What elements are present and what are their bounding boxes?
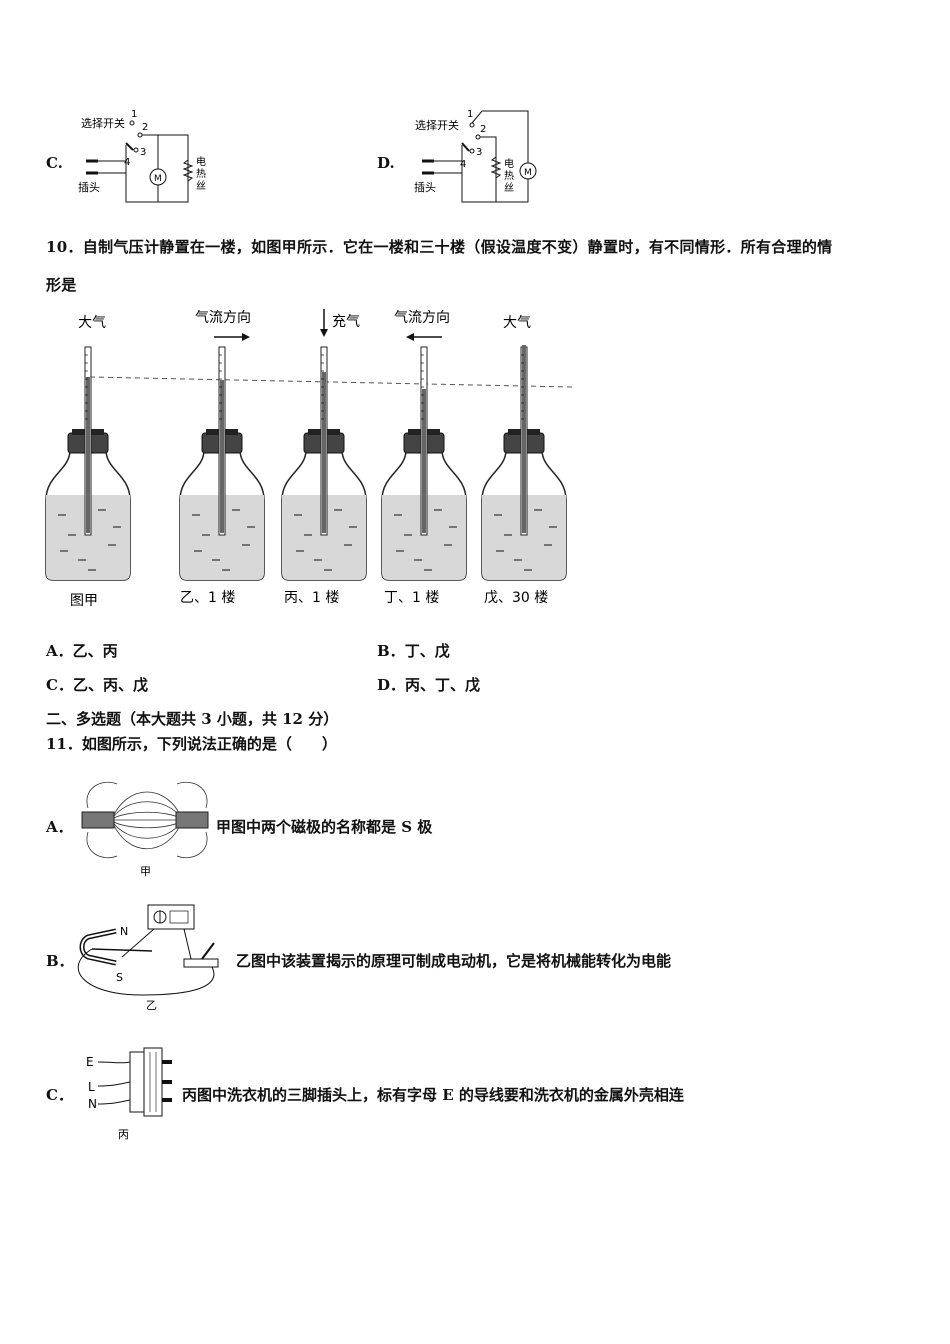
q10-barometer-figure: 大气 气流方向 充气 气流方向 大气 图甲 乙、1 楼 丙、1 楼 丁、1 楼 … <box>45 309 573 609</box>
svg-text:3: 3 <box>476 147 482 158</box>
svg-text:电: 电 <box>196 155 206 168</box>
svg-text:丝: 丝 <box>196 180 206 192</box>
svg-text:M: M <box>154 174 162 184</box>
reference-dashed-line <box>89 376 573 388</box>
barometer-bottle-ding <box>381 346 467 581</box>
switch-label: 选择开关 <box>81 116 125 130</box>
top-label-3: 充气 <box>332 314 360 330</box>
q11-option-a-letter: A． <box>46 818 73 836</box>
inflate-down-arrow <box>320 309 328 337</box>
bottom-label-1: 图甲 <box>70 593 98 609</box>
svg-text:丝: 丝 <box>504 182 514 194</box>
barometer-bottle-bing <box>281 346 367 581</box>
q10-option-c: C．乙、丙、戊 <box>46 676 148 694</box>
svg-text:热: 热 <box>504 169 514 182</box>
bottom-label-2: 乙、1 楼 <box>180 590 235 606</box>
svg-text:插头: 插头 <box>78 180 100 194</box>
q11-option-b-letter: B． <box>46 952 74 970</box>
q11-stem: 11．如图所示，下列说法正确的是（ ） <box>46 735 337 753</box>
magnet-n: N <box>120 925 128 938</box>
figure-label-yi: 乙 <box>146 999 157 1012</box>
q9-option-d-letter: D. <box>377 154 395 172</box>
q10-stem-line1: 10．自制气压计静置在一楼，如图甲所示．它在一楼和三十楼（假设温度不变）静置时，… <box>46 238 833 256</box>
q9-option-c-letter: C. <box>46 154 63 172</box>
q11-figure-jia: 甲 <box>81 782 209 878</box>
wire-e: E <box>86 1055 94 1069</box>
svg-text:4: 4 <box>124 157 130 168</box>
q9-option-c-circuit: 选择开关 1 2 3 4 M 电 热 丝 插头 <box>78 109 206 203</box>
q11-figure-yi: N S 乙 <box>77 904 219 1012</box>
q10-option-d: D．丙、丁、戊 <box>377 676 481 694</box>
svg-text:2: 2 <box>142 122 148 133</box>
bottom-label-4: 丁、1 楼 <box>384 590 439 606</box>
figure-label-bing: 丙 <box>118 1128 129 1141</box>
airflow-right-arrow <box>214 333 250 341</box>
q11-option-a-text: 甲图中两个磁极的名称都是 S 极 <box>216 818 433 836</box>
svg-text:4: 4 <box>460 159 466 170</box>
bottom-label-3: 丙、1 楼 <box>284 590 339 606</box>
q9-option-d-circuit: 选择开关 1 2 3 4 电 热 丝 M 插头 <box>414 109 537 203</box>
airflow-left-arrow <box>406 333 442 341</box>
svg-text:热: 热 <box>196 167 206 180</box>
svg-text:选择开关: 选择开关 <box>415 118 459 132</box>
q10-option-a: A．乙、丙 <box>46 642 118 660</box>
wire-l: L <box>88 1080 95 1094</box>
section2-heading: 二、多选题（本大题共 3 小题，共 12 分） <box>46 710 339 728</box>
barometer-bottle-wu <box>481 345 567 581</box>
q10-option-b: B．丁、戊 <box>377 642 450 660</box>
svg-text:插头: 插头 <box>414 180 436 194</box>
barometer-bottle-yi <box>179 346 265 581</box>
q11-figure-bing: E L N 丙 <box>86 1047 172 1141</box>
magnet-s: S <box>116 971 123 984</box>
svg-text:1: 1 <box>467 109 473 120</box>
figure-label-jia: 甲 <box>140 865 151 878</box>
svg-text:电: 电 <box>504 157 514 170</box>
q11-option-c-text: 丙图中洗衣机的三脚插头上，标有字母 E 的导线要和洗衣机的金属外壳相连 <box>182 1086 684 1104</box>
barometer-bottle-jia <box>45 346 131 581</box>
svg-text:3: 3 <box>140 147 146 158</box>
top-label-2: 气流方向 <box>195 310 251 326</box>
top-label-5: 大气 <box>503 315 531 331</box>
svg-text:2: 2 <box>480 124 486 135</box>
q11-option-b-text: 乙图中该装置揭示的原理可制成电动机，它是将机械能转化为电能 <box>236 952 672 970</box>
svg-text:1: 1 <box>131 109 137 120</box>
top-label-4: 气流方向 <box>394 310 450 326</box>
bottom-label-5: 戊、30 楼 <box>484 590 548 606</box>
q11-option-c-letter: C． <box>46 1086 73 1104</box>
svg-text:M: M <box>524 168 532 178</box>
top-label-1: 大气 <box>78 315 106 331</box>
q10-stem-line2: 形是 <box>46 276 77 294</box>
wire-n: N <box>88 1097 97 1111</box>
